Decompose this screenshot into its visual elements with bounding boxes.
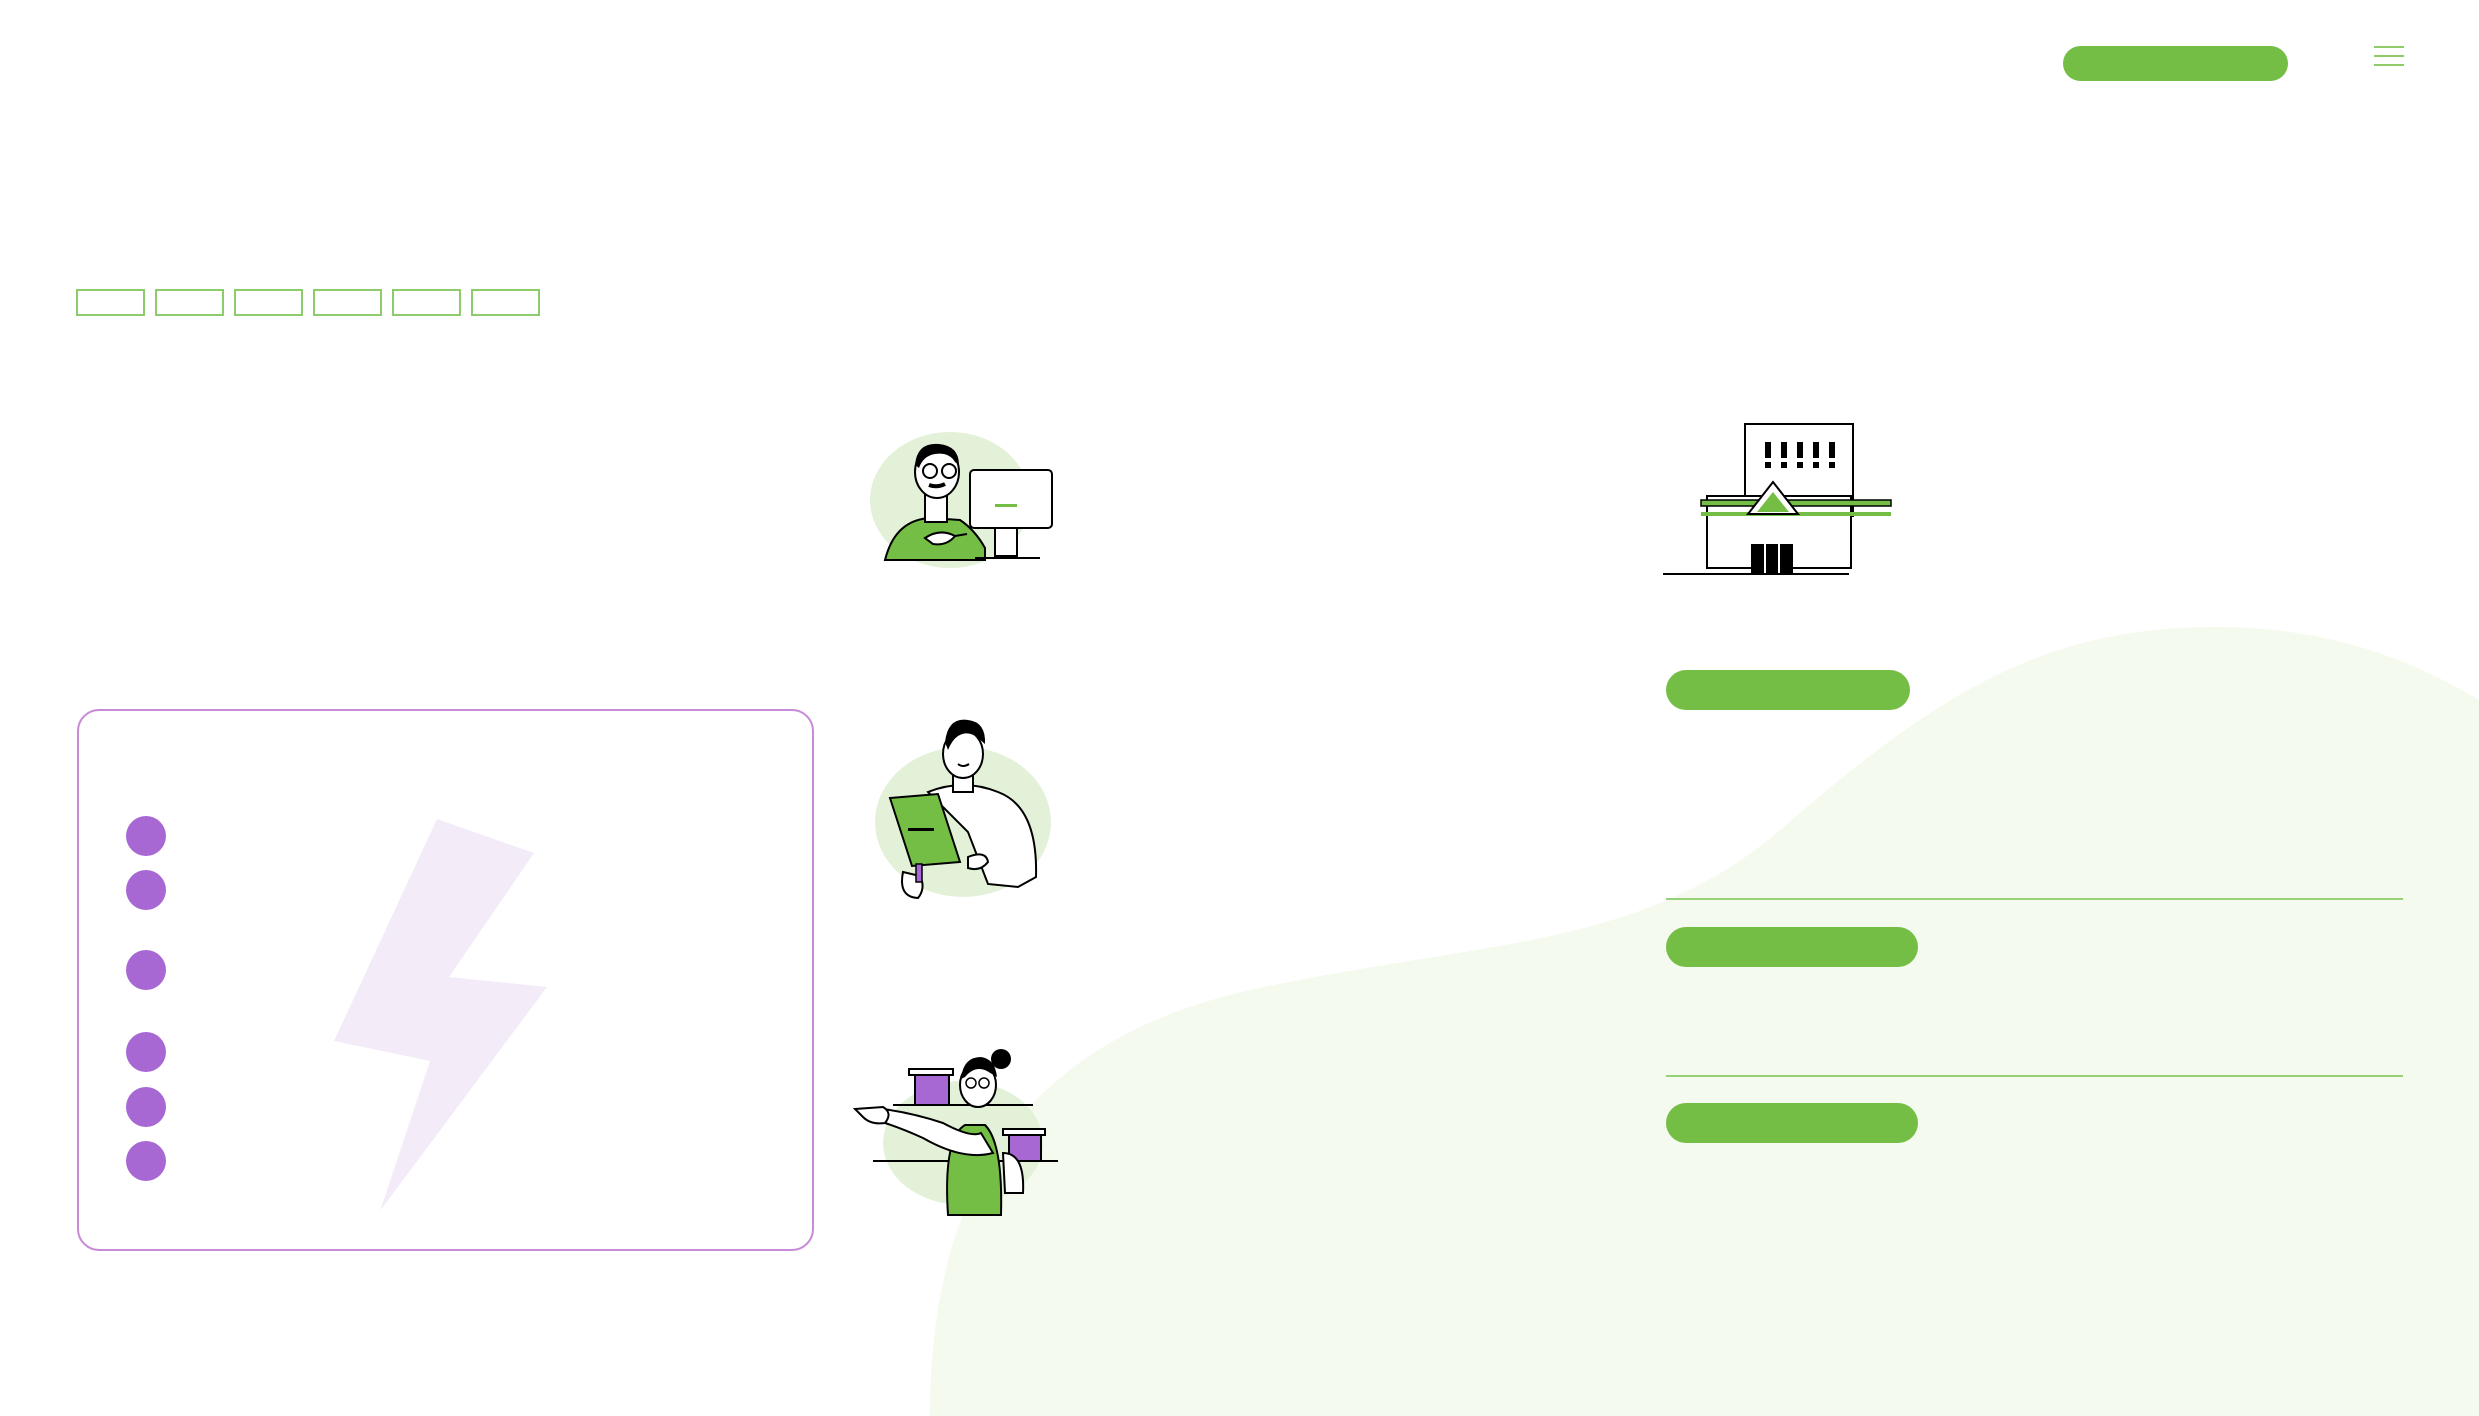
tab-3[interactable] <box>234 289 303 316</box>
tab-4[interactable] <box>313 289 382 316</box>
tertiary-action-button[interactable] <box>1666 1103 1918 1143</box>
bullet-dot <box>126 816 166 856</box>
bullet-dot <box>126 870 166 910</box>
header-cta-button[interactable] <box>2063 46 2288 81</box>
tab-1[interactable] <box>76 289 145 316</box>
lightning-bolt-icon <box>334 819 547 1211</box>
tab-2[interactable] <box>155 289 224 316</box>
person-at-computer-icon <box>870 432 1053 568</box>
secondary-action-button[interactable] <box>1666 927 1918 967</box>
tab-bar <box>76 289 540 316</box>
tab-5[interactable] <box>392 289 461 316</box>
primary-action-button[interactable] <box>1666 670 1910 710</box>
bullet-dot <box>126 950 166 990</box>
bullet-dot <box>126 1032 166 1072</box>
tab-6[interactable] <box>471 289 540 316</box>
building-icon <box>1663 423 1892 575</box>
person-with-clipboard-icon <box>875 719 1051 900</box>
bullet-dot <box>126 1141 166 1181</box>
hamburger-icon[interactable] <box>2374 46 2404 72</box>
divider <box>1666 1075 2403 1077</box>
feature-panel <box>77 709 814 1251</box>
divider <box>1666 898 2403 900</box>
bullet-dot <box>126 1087 166 1127</box>
person-pointing-shelves-icon <box>853 1049 1058 1216</box>
